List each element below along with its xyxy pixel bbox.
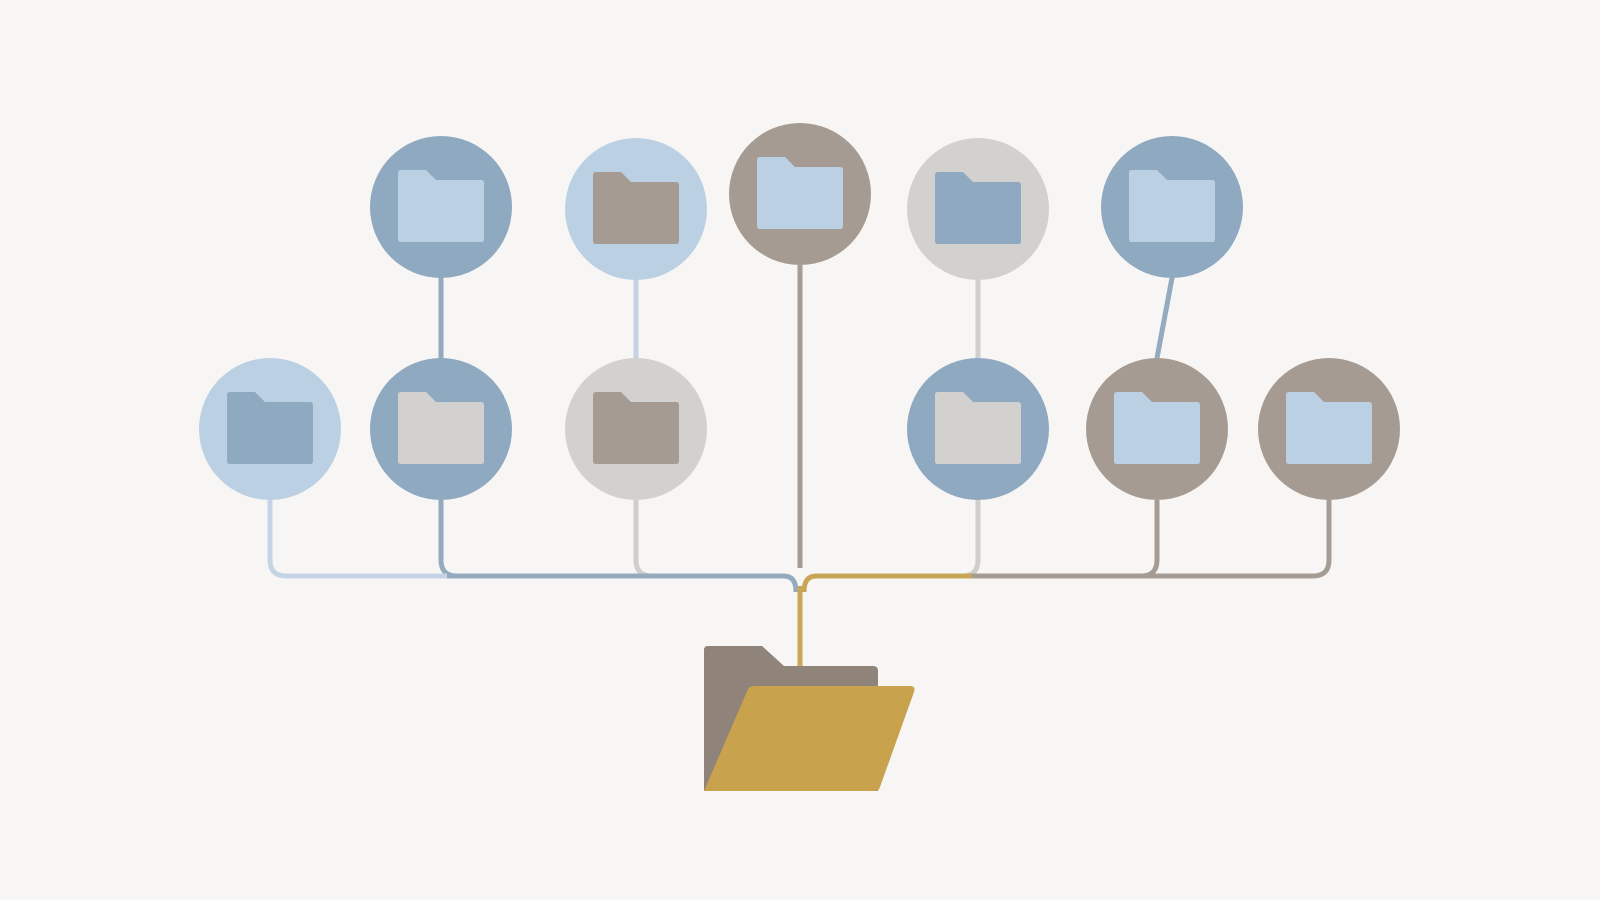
folder-icon — [1286, 392, 1372, 464]
folder-node-n11[interactable] — [1258, 358, 1400, 500]
folder-nodes — [199, 123, 1400, 500]
folder-node-n10[interactable] — [1086, 358, 1228, 500]
drop-n6 — [267, 500, 287, 579]
folder-icon — [935, 392, 1021, 464]
folder-node-n3[interactable] — [729, 123, 871, 265]
folder-icon — [593, 172, 679, 244]
root-folder-front — [704, 686, 915, 791]
folder-node-n6[interactable] — [199, 358, 341, 500]
folder-node-n8[interactable] — [565, 358, 707, 500]
folder-node-n7[interactable] — [370, 358, 512, 500]
folder-node-n4[interactable] — [907, 138, 1049, 280]
folder-icon — [227, 392, 313, 464]
connector-lines — [267, 265, 1332, 668]
folder-node-n1[interactable] — [370, 136, 512, 278]
open-folder-icon[interactable] — [704, 646, 915, 791]
folder-icon — [398, 392, 484, 464]
folder-icon — [757, 157, 843, 229]
bus-left-curve — [783, 573, 799, 593]
bus-right-curve — [801, 573, 817, 593]
folder-icon — [1129, 170, 1215, 242]
drop-n11 — [1312, 500, 1332, 579]
link-n5-n10 — [1154, 275, 1175, 361]
folder-node-n5[interactable] — [1101, 136, 1243, 278]
folder-icon — [593, 392, 679, 464]
folder-icon — [398, 170, 484, 242]
folder-icon — [1114, 392, 1200, 464]
folder-icon — [935, 172, 1021, 244]
folder-node-n2[interactable] — [565, 138, 707, 280]
folder-node-n9[interactable] — [907, 358, 1049, 500]
